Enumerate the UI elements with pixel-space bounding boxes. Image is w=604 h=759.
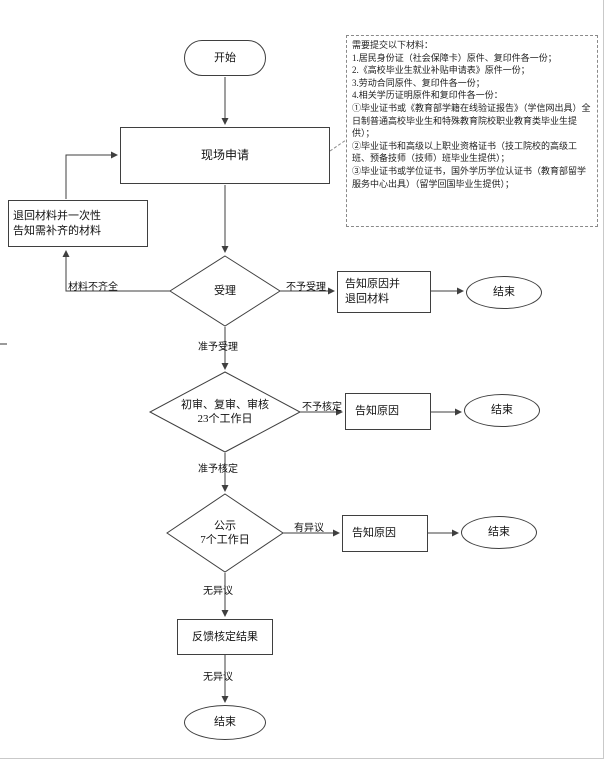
onsite-application-node: 现场申请 [120,127,330,184]
connector-return-apply [65,151,118,199]
return-materials-node: 退回材料并一次性 告知需补齐的材料 [8,200,148,247]
notify-reason-return-node: 告知原因并 退回材料 [337,271,431,313]
scan-artifact [0,343,7,345]
end-node-4: 结束 [184,705,266,740]
edge-label-objection: 有异议 [294,523,324,534]
edge-label-not-approved: 不予核定 [302,402,342,413]
edge-label-not-accepted: 不予受理 [286,282,326,293]
end-node-1: 结束 [466,276,542,309]
notify-reason-node-2: 告知原因 [345,393,431,430]
accept-diamond-label: 受理 [214,284,236,297]
edge-label-accepted: 准予受理 [198,342,238,353]
feedback-result-node: 反馈核定结果 [177,619,273,655]
review-diamond-shape [148,371,302,453]
connector-accept-return [62,250,170,292]
edge-label-no-objection-2: 无异议 [203,672,233,683]
publicity-diamond-shape [166,493,284,573]
required-materials-note: 需要提交以下材料： 1.居民身份证（社会保障卡）原件、复印件各一份； 2.《高校… [346,35,598,227]
edge-label-approved: 准予核定 [198,464,238,475]
end-node-2: 结束 [464,394,540,427]
notify-reason-node-3: 告知原因 [342,515,428,552]
end-node-3: 结束 [461,516,537,549]
edge-label-no-objection-1: 无异议 [203,586,233,597]
edge-label-materials-incomplete: 材料不齐全 [68,282,118,293]
publicity-diamond-label: 公示 7个工作日 [200,519,250,546]
accept-diamond-shape [169,255,281,327]
review-diamond-label: 初审、复审、审核 23个工作日 [181,398,269,425]
connector-apply-note-dashed [329,139,347,152]
start-node: 开始 [184,40,266,76]
